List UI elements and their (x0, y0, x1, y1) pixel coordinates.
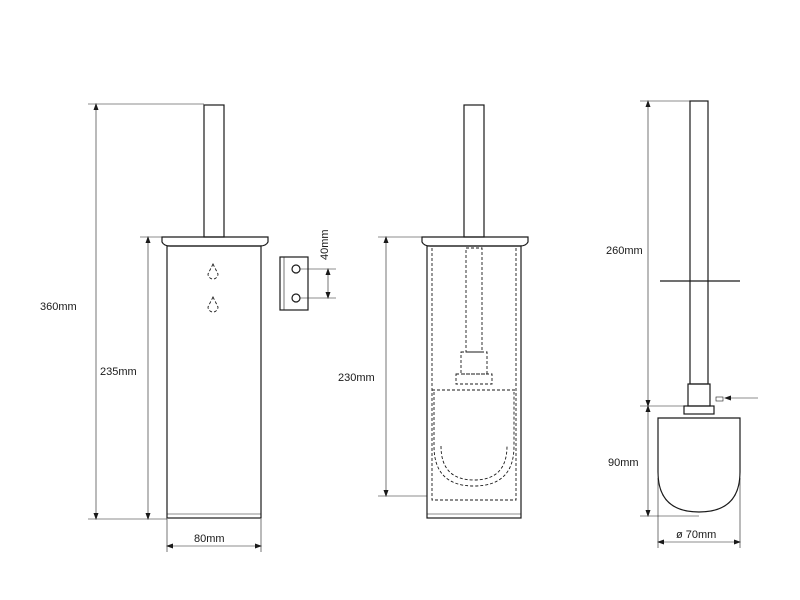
hidden-brush-collar (460, 351, 488, 375)
section-handle (463, 104, 485, 238)
label-insert-height: 230mm (338, 372, 375, 384)
section-body (426, 245, 522, 519)
label-head-height: 90mm (608, 457, 639, 469)
brush-view: 260mm 90mm ø 70mm (606, 100, 758, 548)
brush-collar (687, 383, 711, 407)
label-handle-length: 260mm (606, 245, 643, 257)
hidden-brush-head-inner (440, 445, 508, 481)
wall-bracket-screw-lower (291, 293, 301, 303)
label-height-body: 235mm (100, 366, 137, 378)
front-mount-hole-upper (207, 262, 219, 280)
brush-detail-marker (715, 396, 724, 402)
label-bracket-height: 40mm (319, 229, 331, 260)
wall-bracket (279, 256, 309, 311)
hidden-brush-shaft (465, 247, 483, 353)
label-head-diameter: ø 70mm (676, 529, 716, 541)
section-view: 230mm (338, 104, 529, 519)
wall-bracket-screw-upper (291, 264, 301, 274)
brush-handle (689, 100, 709, 385)
section-lid (421, 236, 529, 247)
front-mount-hole-lower (207, 295, 219, 313)
label-width-body: 80mm (194, 533, 225, 545)
brush-ring (683, 405, 715, 415)
hidden-brush-ring (455, 373, 493, 385)
front-handle (203, 104, 225, 238)
hidden-brush-head (432, 389, 516, 487)
front-view: 360mm 235mm 80mm 40mm (40, 103, 336, 552)
hidden-insert-liner (431, 248, 517, 501)
front-body (166, 245, 262, 519)
label-height-total: 360mm (40, 301, 77, 313)
front-lid (161, 236, 269, 247)
brush-head (657, 417, 741, 513)
